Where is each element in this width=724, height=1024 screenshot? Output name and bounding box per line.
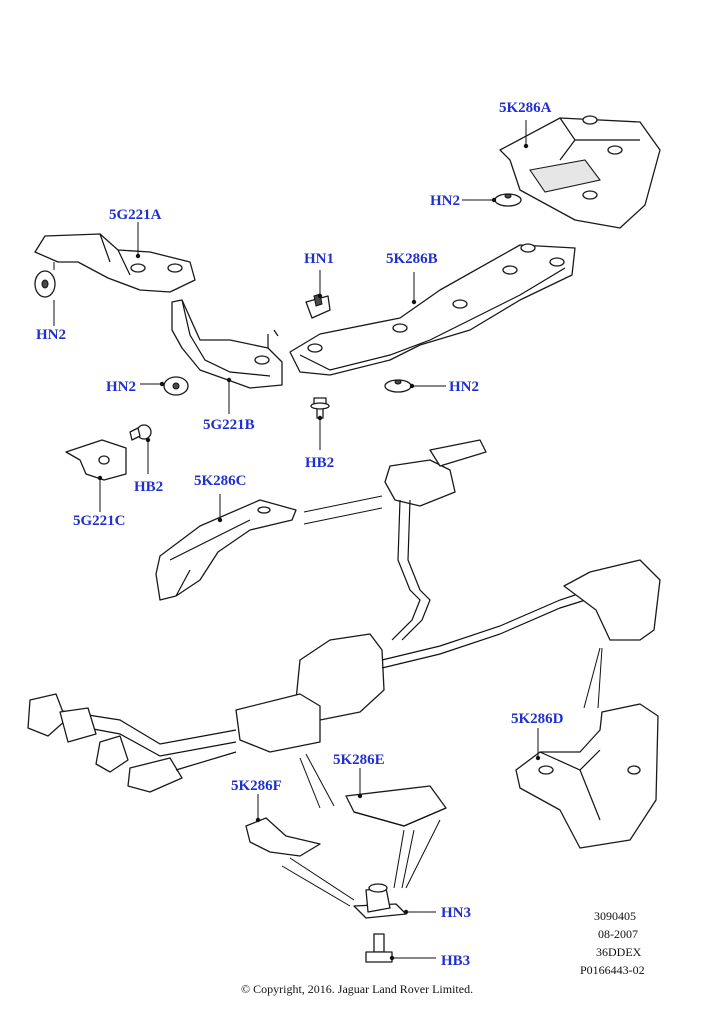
callout-hn2-top: HN2 xyxy=(430,193,460,209)
callout-5g221a: 5G221A xyxy=(109,207,162,223)
heat-shield-5g221a xyxy=(34,233,196,293)
nut-hn2-right xyxy=(384,379,412,393)
callout-5g221b: 5G221B xyxy=(203,417,255,433)
ref-number: 3090405 xyxy=(594,909,636,923)
model-code: 36DDEX xyxy=(596,945,642,959)
callout-5k286f: 5K286F xyxy=(231,778,282,794)
callout-hn1: HN1 xyxy=(304,251,334,267)
exhaust-system xyxy=(27,439,661,793)
nut-hn2-mid xyxy=(163,376,189,396)
callout-hn2-mid: HN2 xyxy=(106,379,136,395)
copyright-notice: © Copyright, 2016. Jaguar Land Rover Lim… xyxy=(241,982,474,996)
callout-5k286b: 5K286B xyxy=(386,251,438,267)
nut-hn2-top xyxy=(494,193,522,207)
bolt-hb2-center xyxy=(310,397,330,419)
callout-hb3: HB3 xyxy=(441,953,471,969)
heat-shield-5k286b xyxy=(289,243,576,376)
callout-5k286e: 5K286E xyxy=(333,752,385,768)
heat-shield-5k286e xyxy=(345,785,447,827)
date-code: 08-2007 xyxy=(598,927,638,941)
callout-hn2-left: HN2 xyxy=(36,327,66,343)
callout-5k286a: 5K286A xyxy=(499,100,552,116)
bracket-5g221c xyxy=(65,439,127,481)
heat-shield-5k286f xyxy=(245,817,321,857)
illustration-id: P0166443-02 xyxy=(580,963,645,977)
bolt-hb3 xyxy=(365,933,393,963)
bolt-hb2-left xyxy=(129,424,152,441)
heat-shield-5g221b xyxy=(171,299,283,389)
callout-5k286c: 5K286C xyxy=(194,473,247,489)
callout-hb2-left: HB2 xyxy=(134,479,164,495)
callout-hb2-center: HB2 xyxy=(305,455,335,471)
nut-hn3 xyxy=(353,883,407,919)
heat-shield-5k286d xyxy=(515,703,659,849)
callout-hn2-right: HN2 xyxy=(449,379,479,395)
callout-hn3: HN3 xyxy=(441,905,471,921)
nut-hn2-left xyxy=(34,270,56,298)
heat-shield-5k286a xyxy=(499,115,661,229)
callout-5k286d: 5K286D xyxy=(511,711,564,727)
heat-shield-5k286c xyxy=(155,499,297,601)
callout-5g221c: 5G221C xyxy=(73,513,126,529)
clip-hn1 xyxy=(305,293,331,319)
